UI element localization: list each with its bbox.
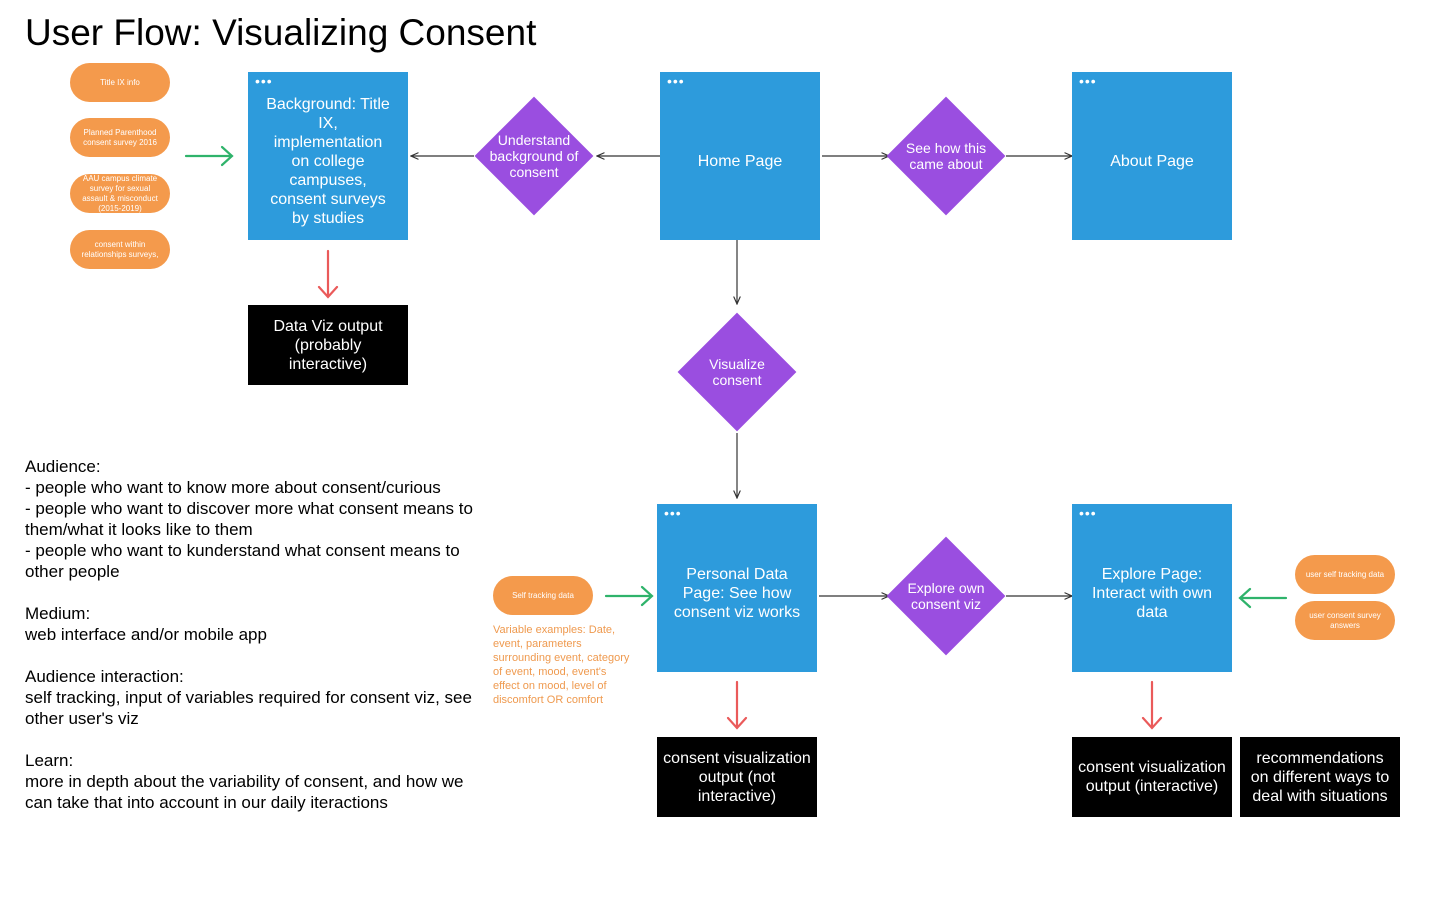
background-page: ••• Background: Title IX, implementation… bbox=[248, 72, 408, 240]
output-consent-viz-static: consent visualization output (not intera… bbox=[657, 737, 817, 817]
audience-item: - people who want to know more about con… bbox=[25, 478, 441, 497]
window-dots-icon: ••• bbox=[1079, 73, 1097, 89]
notes-block: Audience: - people who want to know more… bbox=[25, 456, 495, 834]
explore-page: ••• Explore Page: Interact with own data bbox=[1072, 504, 1232, 672]
interaction-text: self tracking, input of variables requir… bbox=[25, 688, 472, 728]
window-dots-icon: ••• bbox=[1079, 505, 1097, 521]
decision-see-how: See how this came about bbox=[886, 96, 1006, 216]
output-recommendations: recommendations on different ways to dea… bbox=[1240, 737, 1400, 817]
diagram-title: User Flow: Visualizing Consent bbox=[25, 12, 537, 53]
source-planned-parenthood: Planned Parenthood consent survey 2016 bbox=[70, 118, 170, 157]
about-page: ••• About Page bbox=[1072, 72, 1232, 240]
window-dots-icon: ••• bbox=[255, 73, 273, 89]
interaction-heading: Audience interaction: bbox=[25, 667, 184, 686]
decision-understand-background: Understand background of consent bbox=[474, 96, 594, 216]
window-dots-icon: ••• bbox=[667, 73, 685, 89]
learn-heading: Learn: bbox=[25, 751, 74, 770]
source-user-self-tracking: user self tracking data bbox=[1295, 555, 1395, 594]
audience-item: - people who want to discover more what … bbox=[25, 499, 473, 539]
red-arrow-personal-to-output bbox=[726, 680, 748, 730]
red-arrow-background-to-dataviz bbox=[317, 249, 339, 299]
about-page-label: About Page bbox=[1110, 152, 1194, 170]
window-dots-icon: ••• bbox=[664, 505, 682, 521]
medium-heading: Medium: bbox=[25, 604, 91, 623]
background-page-label: Background: Title IX, implementation on … bbox=[266, 95, 390, 227]
home-page-label: Home Page bbox=[697, 152, 783, 170]
explore-page-label: Explore Page: Interact with own data bbox=[1091, 565, 1213, 621]
learn-text: more in depth about the variability of c… bbox=[25, 772, 464, 812]
green-arrow-sources-to-background bbox=[184, 145, 234, 167]
source-relationships: consent within relationships surveys, bbox=[70, 230, 170, 269]
home-page: ••• Home Page bbox=[660, 72, 820, 240]
output-data-viz: Data Viz output (probably interactive) bbox=[248, 305, 408, 385]
source-user-survey: user consent survey answers bbox=[1295, 601, 1395, 640]
variable-examples: Variable examples: Date, event, paramete… bbox=[493, 624, 630, 706]
decision-explore-own: Explore own consent viz bbox=[886, 536, 1006, 656]
green-arrow-usersources-to-explore bbox=[1238, 587, 1288, 609]
source-aau: AAU campus climate survey for sexual ass… bbox=[70, 174, 170, 213]
green-arrow-selftracking-to-personal bbox=[604, 585, 654, 607]
audience-item: - people who want to kunderstand what co… bbox=[25, 541, 460, 581]
source-title-ix: Title IX info bbox=[70, 63, 170, 102]
personal-data-page-label: Personal Data Page: See how consent viz … bbox=[673, 565, 801, 621]
source-self-tracking: Self tracking data bbox=[493, 576, 593, 615]
decision-label: Explore own consent viz bbox=[907, 580, 985, 612]
decision-label: See how this came about bbox=[905, 140, 987, 172]
red-arrow-explore-to-output bbox=[1141, 680, 1163, 730]
decision-visualize: Visualize consent bbox=[677, 312, 797, 432]
output-consent-viz-interactive: consent visualization output (interactiv… bbox=[1072, 737, 1232, 817]
audience-heading: Audience: bbox=[25, 457, 101, 476]
personal-data-page: ••• Personal Data Page: See how consent … bbox=[657, 504, 817, 672]
decision-label: Understand background of consent bbox=[489, 132, 579, 180]
decision-label: Visualize consent bbox=[709, 356, 765, 388]
medium-text: web interface and/or mobile app bbox=[25, 625, 267, 644]
